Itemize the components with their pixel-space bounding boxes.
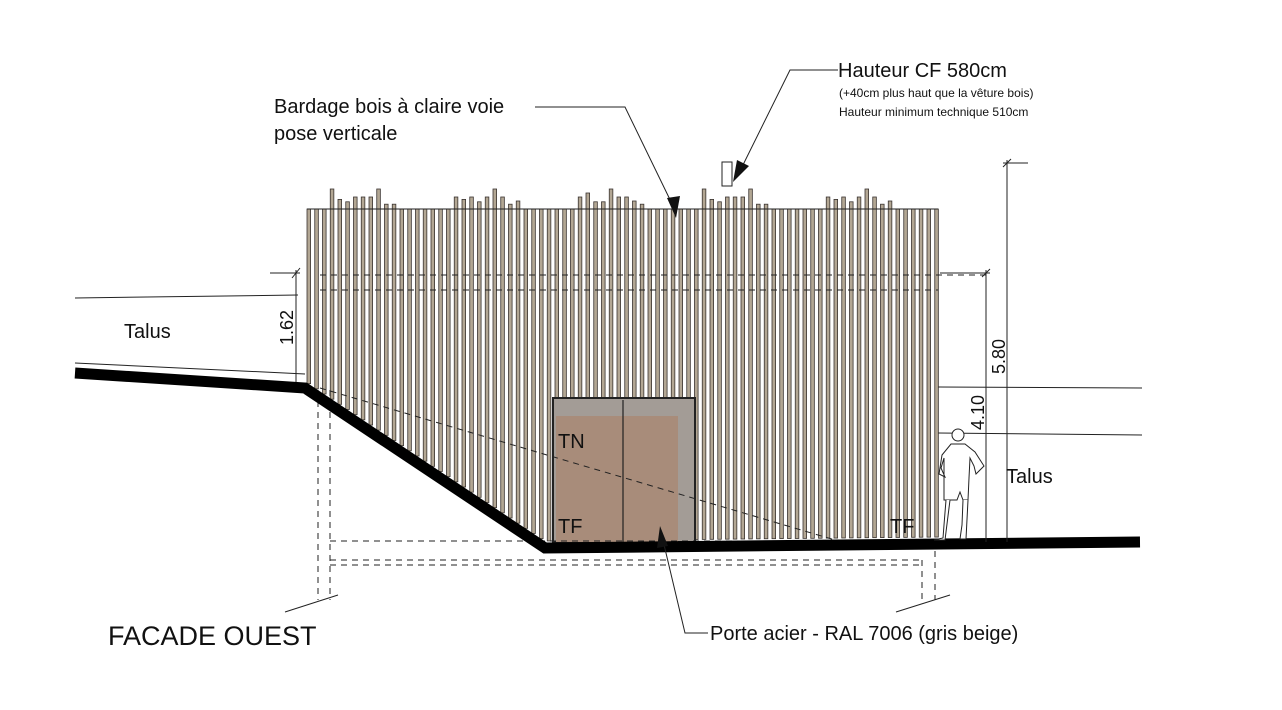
talus-right-line-lower — [937, 432, 1143, 436]
dimension-1-62: 1.62 — [270, 267, 301, 382]
wood-slat — [748, 188, 753, 540]
wood-slat — [717, 201, 722, 540]
ground-line — [74, 367, 1141, 554]
svg-text:1.62: 1.62 — [277, 310, 297, 345]
wood-slat — [508, 203, 513, 519]
wood-slat — [306, 208, 311, 385]
dimension-4-10: 4.10 — [940, 268, 991, 542]
wood-slat — [391, 203, 397, 441]
wood-slat — [911, 208, 916, 538]
height-note-1: (+40cm plus haut que la vêture bois) — [839, 86, 1033, 100]
wood-slat — [864, 188, 869, 539]
slope-top-line — [74, 362, 306, 375]
wood-slat — [484, 196, 490, 503]
talus-right-label: Talus — [1006, 466, 1053, 488]
wood-slat — [415, 208, 420, 457]
wood-slat — [794, 208, 800, 539]
wood-slat — [833, 198, 838, 539]
wood-slat — [802, 208, 807, 539]
door-label: Porte acier - RAL 7006 (gris beige) — [710, 623, 1018, 645]
wood-slat — [701, 188, 707, 540]
wood-slat — [709, 198, 714, 540]
wood-slat — [880, 203, 885, 538]
wood-slat — [376, 188, 381, 431]
wood-slat — [438, 208, 443, 472]
wood-slat — [461, 198, 466, 488]
tf-door-label: TF — [558, 516, 582, 538]
wood-slat — [500, 196, 505, 514]
wood-slat — [329, 188, 335, 400]
wood-slat — [771, 208, 776, 540]
wood-slat — [469, 196, 474, 493]
wood-slat — [849, 201, 854, 539]
tn-line — [319, 387, 836, 541]
wood-slat — [477, 201, 482, 498]
wood-slat — [453, 196, 459, 483]
wood-slat — [810, 208, 815, 539]
svg-text:4.10: 4.10 — [968, 395, 988, 430]
wood-slat — [725, 196, 730, 540]
dimension-5-80: 5.80 — [989, 158, 1028, 542]
wood-slat — [546, 208, 552, 542]
wood-slat — [934, 208, 939, 538]
wood-slat — [740, 196, 745, 540]
drawing-title: FACADE OUEST — [108, 621, 317, 651]
wood-slat — [887, 200, 893, 538]
wood-slat — [353, 196, 358, 416]
wood-slat — [903, 208, 908, 538]
wood-slat — [918, 208, 924, 538]
talus-left-label: Talus — [124, 321, 171, 343]
height-label: Hauteur CF 580cm — [838, 60, 1007, 82]
wood-slat — [825, 196, 831, 539]
wood-slat — [531, 208, 536, 534]
wood-slat — [856, 196, 862, 539]
tn-label: TN — [558, 431, 585, 453]
wood-slat — [384, 203, 389, 436]
wood-slat — [872, 196, 877, 539]
wood-slat — [337, 198, 342, 405]
human-figure-scale — [933, 428, 985, 541]
wood-slat — [446, 208, 451, 478]
wood-slat — [926, 208, 931, 538]
height-note-2: Hauteur minimum technique 510cm — [839, 105, 1028, 119]
wood-slat — [422, 208, 428, 462]
wood-slat — [345, 201, 350, 410]
wood-slat — [314, 208, 319, 390]
wood-slat — [895, 208, 900, 538]
wood-slat — [523, 208, 528, 529]
talus-right-line-upper — [937, 386, 1143, 389]
wood-slat — [787, 208, 792, 539]
wood-slat — [515, 200, 521, 524]
wood-slat — [322, 208, 327, 395]
wood-slat — [492, 188, 497, 509]
wood-slat — [368, 196, 373, 426]
wood-slat — [841, 196, 846, 539]
cladding-label-line1: Bardage bois à claire voie — [274, 96, 504, 118]
wood-slat — [399, 208, 404, 447]
wood-slat — [732, 196, 738, 540]
steel-door — [552, 397, 696, 543]
wood-slat — [360, 196, 366, 421]
leader-lines — [535, 69, 838, 634]
svg-text:5.80: 5.80 — [989, 339, 1009, 374]
cladding-label-line2: pose verticale — [274, 123, 397, 145]
wood-cladding-slats — [306, 188, 939, 542]
wood-slat — [756, 203, 761, 540]
wood-slat — [430, 208, 435, 467]
talus-left-line — [74, 294, 299, 299]
wood-slat — [763, 203, 769, 540]
foundations — [284, 390, 951, 613]
tf-right-label: TF — [890, 516, 914, 538]
wood-slat — [779, 208, 784, 540]
wood-slat — [818, 208, 823, 539]
wood-slat — [539, 208, 544, 540]
